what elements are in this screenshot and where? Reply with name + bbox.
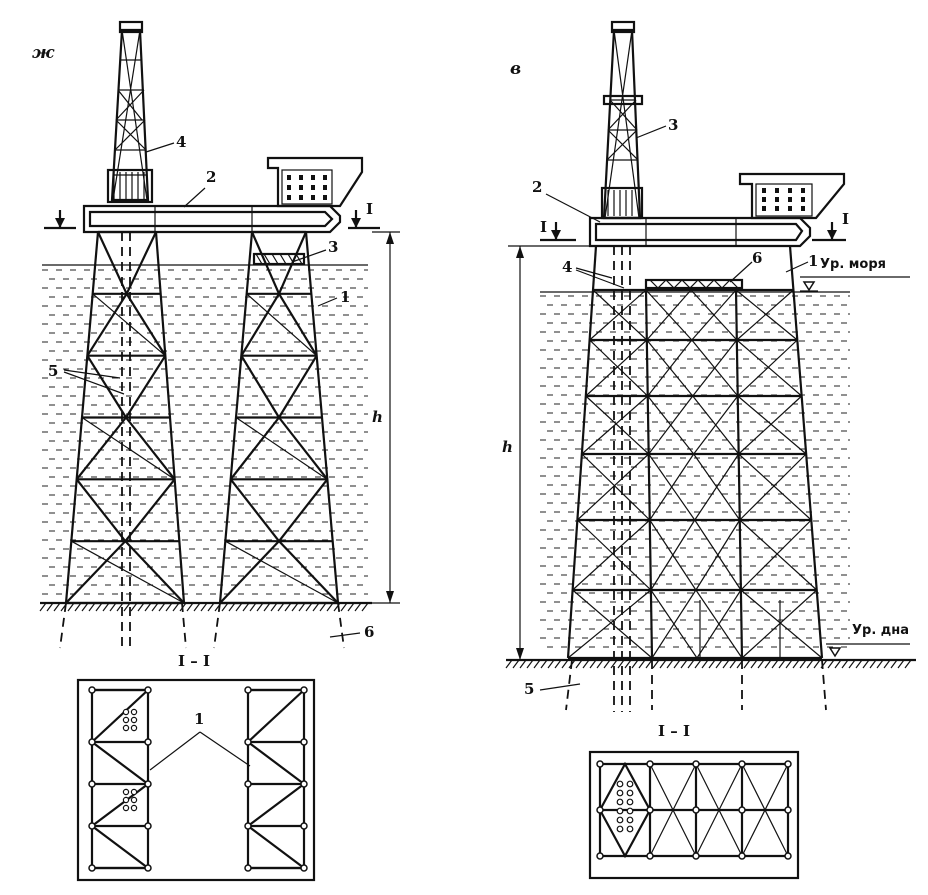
right-section-mark-label-right: I: [842, 210, 849, 228]
right-section-title: I – I: [658, 722, 690, 740]
right-jacket-structure: [566, 245, 824, 660]
right-deck: [588, 172, 846, 248]
left-plan-callout: 1: [194, 710, 204, 728]
right-section-mark-label-left: I: [540, 218, 547, 236]
right-seabed: [505, 658, 916, 711]
right-callout-5: 5: [524, 680, 534, 698]
left-conductors: [121, 232, 131, 648]
left-seabed: [39, 601, 372, 649]
right-conductors: [613, 246, 631, 712]
right-depth-symbol: h: [502, 438, 513, 456]
left-callout-2: 2: [206, 168, 216, 186]
right-panel: в I: [502, 20, 916, 880]
left-section-mark-label: I: [366, 200, 373, 218]
left-callout-4: 4: [176, 133, 186, 151]
left-leg-b: [218, 230, 340, 605]
right-derrick: [600, 20, 644, 220]
left-callout-6: 6: [364, 623, 374, 641]
left-depth-dimension: h: [372, 231, 400, 604]
right-depth-dimension: h: [502, 245, 590, 660]
left-panel-letter: ж: [32, 43, 55, 63]
left-plan-view: 1: [76, 678, 316, 882]
right-callout-4: 4: [562, 258, 572, 276]
right-plan-view: [588, 750, 800, 880]
right-water-area: [540, 291, 850, 648]
right-callout-2: 2: [532, 178, 542, 196]
left-callout-3: 3: [328, 238, 338, 256]
right-callouts: 3 2 4 6 1 5: [524, 116, 818, 698]
right-section-markers: I I: [540, 210, 849, 242]
left-section-title: I – I: [178, 652, 210, 670]
left-depth-symbol: h: [372, 408, 383, 426]
left-section-markers: I: [44, 200, 380, 230]
right-callout-6: 6: [752, 249, 762, 267]
right-module-6: [644, 278, 744, 290]
left-deck: [82, 156, 364, 234]
right-callout-3: 3: [668, 116, 678, 134]
left-derrick: [106, 20, 154, 204]
right-panel-letter: в: [510, 59, 521, 79]
left-callout-1: 1: [340, 288, 350, 306]
left-callouts: 4 2 3 1 5 6: [48, 133, 374, 641]
right-level-markers: Ур. моря Ур. дна: [800, 257, 910, 658]
left-leg-a: [64, 230, 186, 605]
bottom-level-label: Ур. дна: [852, 623, 909, 638]
left-callout-5: 5: [48, 362, 58, 380]
left-panel: ж: [32, 20, 400, 882]
right-callout-1: 1: [808, 252, 818, 270]
sea-level-label: Ур. моря: [820, 257, 886, 272]
